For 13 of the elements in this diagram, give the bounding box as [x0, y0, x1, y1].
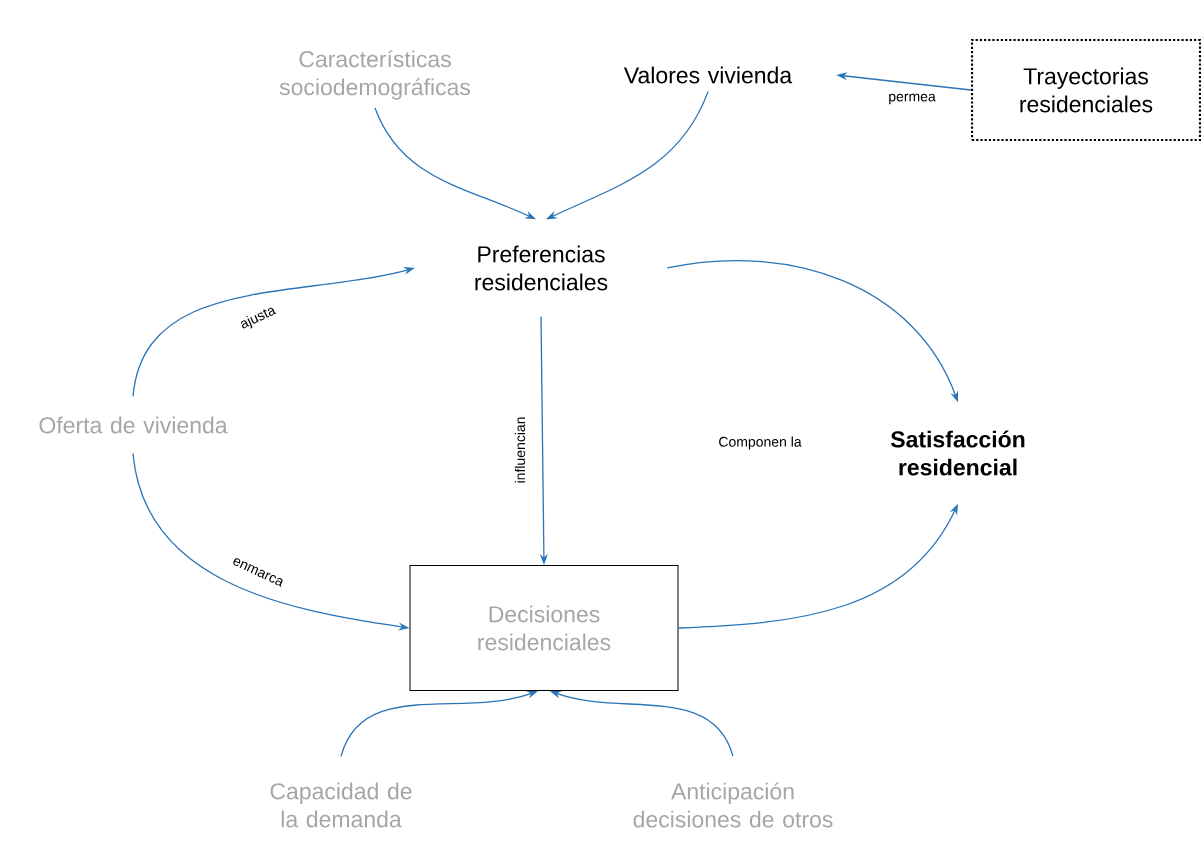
concept-label: Anticipación decisiones de otros [633, 782, 833, 828]
concept-label: Preferencias residenciales [475, 245, 608, 291]
concept-label: Oferta de vivienda [39, 416, 228, 434]
concept-label: Características sociodemográficas [279, 50, 470, 100]
edge-label: ajusta [237, 302, 279, 334]
concept-label: Capacidad de la demanda [270, 782, 412, 828]
note-text: Componen la [719, 436, 802, 450]
concept-label: Valores vivienda [623, 66, 793, 84]
process-box: Decisiones residenciales [409, 565, 679, 691]
dotted-box: Trayectorias residenciales [970, 38, 1201, 142]
concept-label: Satisfacción residencial [890, 430, 1025, 476]
edge-label: permea [887, 92, 937, 106]
edge-label: influencian [513, 415, 527, 485]
